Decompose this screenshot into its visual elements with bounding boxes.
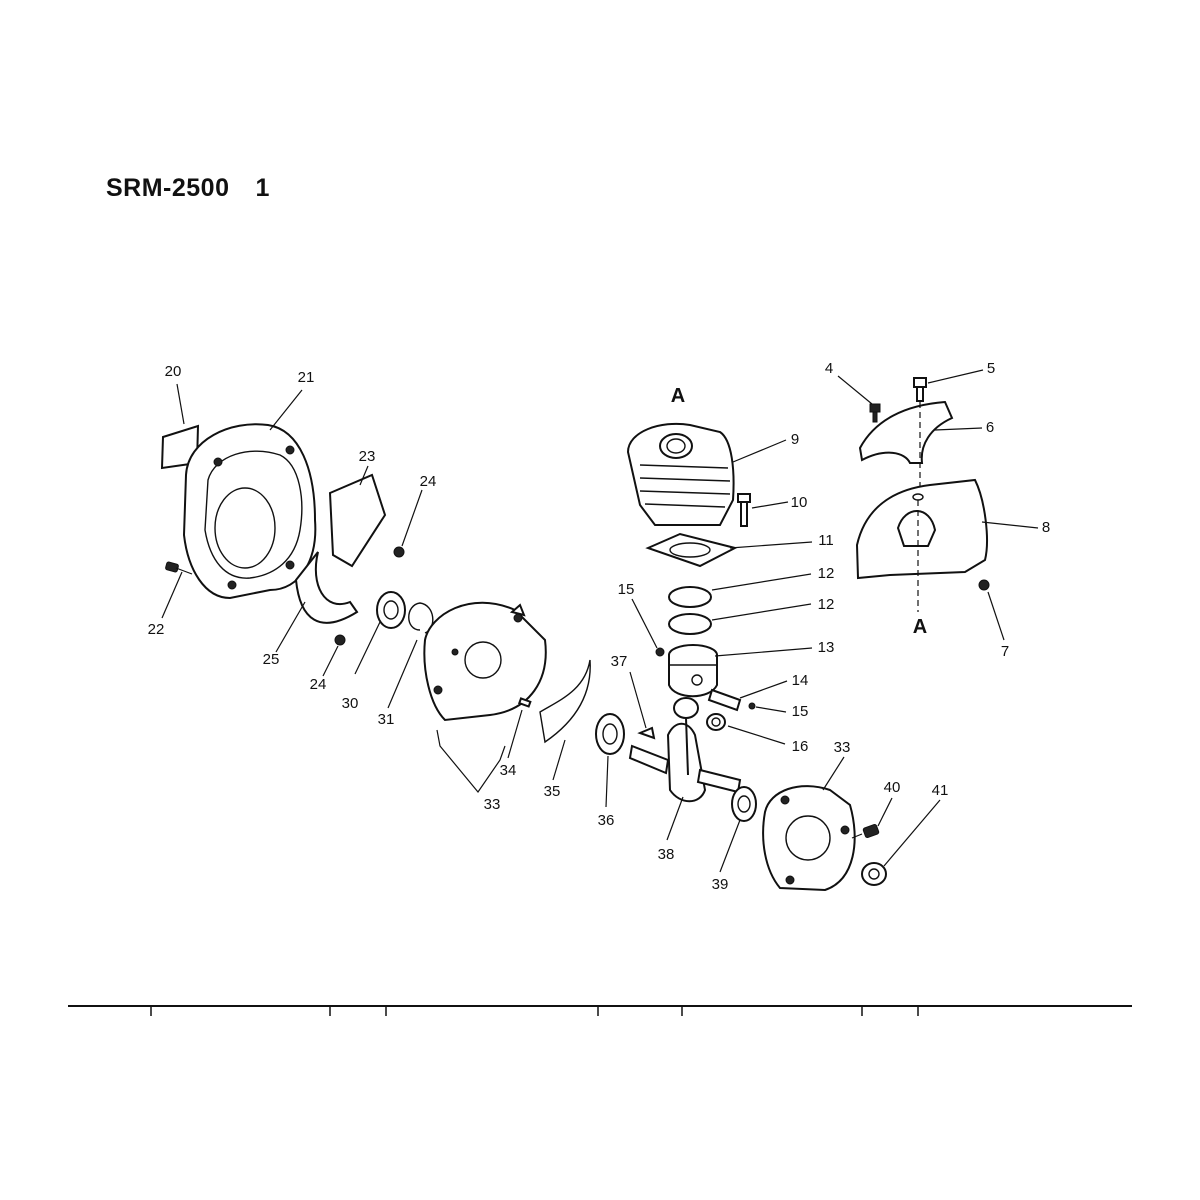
callout-16: 16 xyxy=(792,738,809,755)
callout-20: 20 xyxy=(165,363,182,380)
callout-7: 7 xyxy=(1001,643,1009,660)
part-21-fan-housing xyxy=(182,423,317,600)
part-40-screw xyxy=(851,823,880,839)
part-23-plate xyxy=(328,473,387,568)
part-16-needle-bearing xyxy=(706,713,726,731)
part-6-bracket xyxy=(858,400,954,464)
callout-38: 38 xyxy=(658,846,675,863)
part-34-pin xyxy=(517,697,532,708)
part-39-bearing xyxy=(731,786,757,822)
callout-39: 39 xyxy=(712,876,729,893)
callout-41: 41 xyxy=(932,782,949,799)
part-33-crankcase-left xyxy=(423,601,547,722)
part-8-cylinder-cover xyxy=(855,402,988,612)
part-38-crankshaft xyxy=(628,697,742,803)
part-35-gasket xyxy=(539,659,591,744)
callout-36: 36 xyxy=(598,812,615,829)
part-24-screw-lower xyxy=(334,634,346,646)
part-41-collar xyxy=(861,862,887,886)
callout-12-lower: 12 xyxy=(818,596,835,613)
callout-8: 8 xyxy=(1042,519,1050,536)
callout-34: 34 xyxy=(500,762,517,779)
page-number: 1 xyxy=(255,174,270,202)
callout-30: 30 xyxy=(342,695,359,712)
reference-mark-a-top: A xyxy=(671,385,685,407)
page-title: SRM-2500 1 xyxy=(106,174,270,203)
callout-labels: 20 21 23 24 22 25 24 30 31 33 34 33 35 3… xyxy=(148,360,1051,893)
callout-35: 35 xyxy=(544,783,561,800)
callout-25: 25 xyxy=(263,651,280,668)
callout-15-right: 15 xyxy=(792,703,809,720)
part-4-screw xyxy=(869,403,881,423)
part-9-cylinder xyxy=(626,422,735,526)
part-5-bolt xyxy=(913,377,927,402)
leader-lines xyxy=(161,369,1039,873)
model-name: SRM-2500 xyxy=(106,174,230,202)
callout-40: 40 xyxy=(884,779,901,796)
callout-11: 11 xyxy=(818,532,834,549)
callout-33-right: 33 xyxy=(834,739,851,756)
callout-15-left: 15 xyxy=(618,581,635,598)
reference-mark-a-bottom: A xyxy=(913,616,927,638)
part-25-guide-strip xyxy=(294,551,359,624)
part-14-piston-pin xyxy=(707,688,742,712)
callout-14: 14 xyxy=(792,672,809,689)
part-11-cylinder-gasket xyxy=(645,532,738,568)
callout-4: 4 xyxy=(825,360,833,377)
part-15-circlip-left xyxy=(655,647,665,657)
callout-9: 9 xyxy=(791,431,799,448)
callout-24-lower: 24 xyxy=(310,676,327,693)
part-15-circlip-right xyxy=(748,702,756,710)
part-33-crankcase-right xyxy=(762,785,856,892)
part-10-bolt xyxy=(737,493,751,527)
part-22-screw xyxy=(165,561,193,575)
callout-31: 31 xyxy=(378,711,395,728)
part-7-screw xyxy=(978,579,990,591)
callout-21: 21 xyxy=(298,369,315,386)
callout-23: 23 xyxy=(359,448,376,465)
callout-33-left: 33 xyxy=(484,796,501,813)
part-12-piston-ring-upper xyxy=(668,586,712,608)
callout-24-upper: 24 xyxy=(420,473,437,490)
part-13-piston xyxy=(668,644,718,698)
callout-37: 37 xyxy=(611,653,628,670)
callout-10: 10 xyxy=(791,494,808,511)
callout-22: 22 xyxy=(148,621,165,638)
callout-13: 13 xyxy=(818,639,835,656)
bottom-rule xyxy=(68,1005,1132,1016)
part-36-bearing xyxy=(595,713,625,755)
part-37-key xyxy=(637,726,656,740)
part-12-piston-ring-lower xyxy=(668,613,712,635)
callout-6: 6 xyxy=(986,419,994,436)
part-30-oil-seal xyxy=(376,591,406,629)
part-24-screw-upper xyxy=(393,546,405,558)
callout-12-upper: 12 xyxy=(818,565,835,582)
callout-5: 5 xyxy=(987,360,995,377)
